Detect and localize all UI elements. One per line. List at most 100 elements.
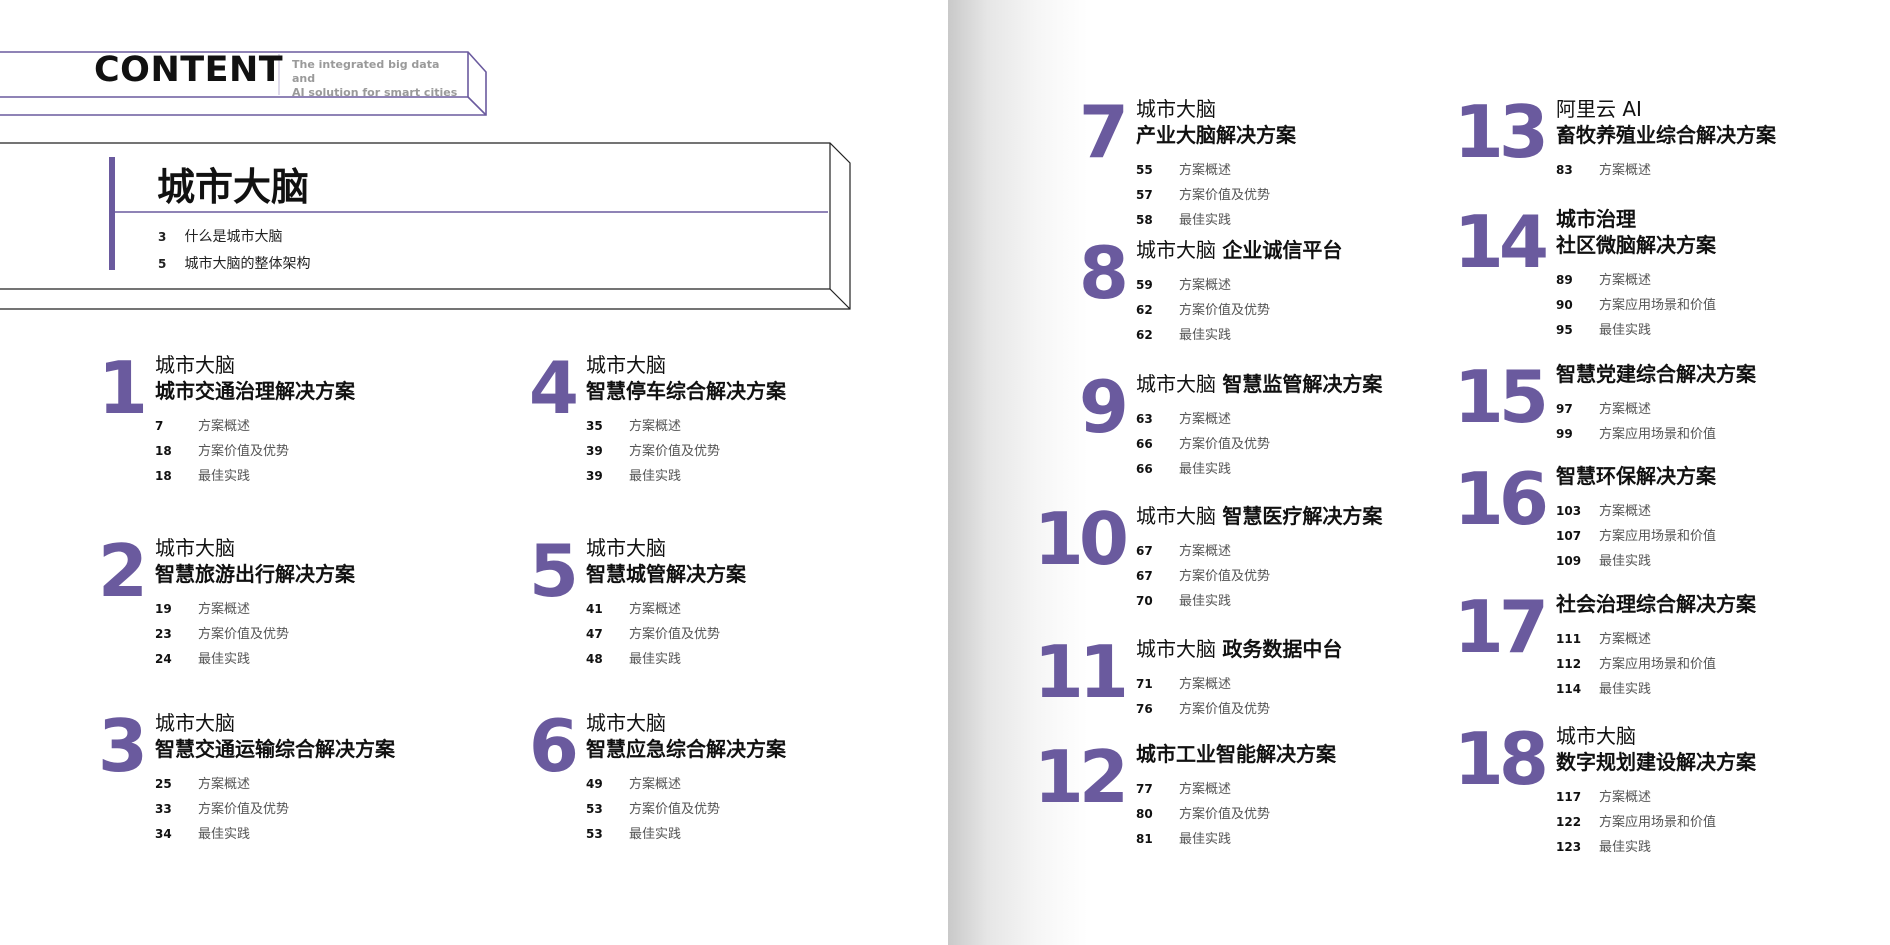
toc-item-label: 最佳实践 (198, 827, 251, 842)
section-number: 18 (1453, 717, 1549, 801)
section-number: 1 (97, 346, 148, 430)
toc-item-label: 方案概述 (198, 602, 251, 617)
toc-item-page: 95 (1556, 323, 1573, 337)
intro-item-label: 城市大脑的整体架构 (184, 256, 311, 272)
section-title: 城市大脑 智慧监管解决方案 (1136, 371, 1382, 397)
intro-item[interactable]: 3 什么是城市大脑 (158, 226, 282, 246)
section-number: 16 (1453, 457, 1549, 541)
section-title: 城市大脑 (1556, 723, 1756, 749)
toc-item-page: 123 (1556, 840, 1582, 854)
toc-item-label: 最佳实践 (1179, 213, 1232, 228)
section-number: 12 (1033, 735, 1129, 819)
section-title-regular: 城市大脑 (586, 536, 666, 560)
toc-item-label: 方案概述 (1179, 782, 1232, 797)
intro-title: 城市大脑 (157, 165, 310, 209)
section-title-regular: 城市大脑 (586, 353, 666, 377)
toc-item-page: 49 (586, 777, 603, 791)
toc-item-page: 67 (1136, 544, 1153, 558)
header-subtitle-line1: The integrated big data and (292, 58, 440, 85)
toc-item-label: 方案概述 (1599, 163, 1652, 178)
toc-item-page: 66 (1136, 462, 1153, 476)
toc-item-page: 117 (1556, 790, 1582, 804)
section-subtitle: 数字规划建设解决方案 (1556, 750, 1756, 774)
toc-item-label: 最佳实践 (198, 469, 251, 484)
section-title: 城市大脑 (586, 710, 786, 736)
toc-item-page: 48 (586, 652, 603, 666)
section-title: 城市大脑 企业诚信平台 (1136, 237, 1342, 263)
intro-item[interactable]: 5 城市大脑的整体架构 (158, 253, 310, 273)
